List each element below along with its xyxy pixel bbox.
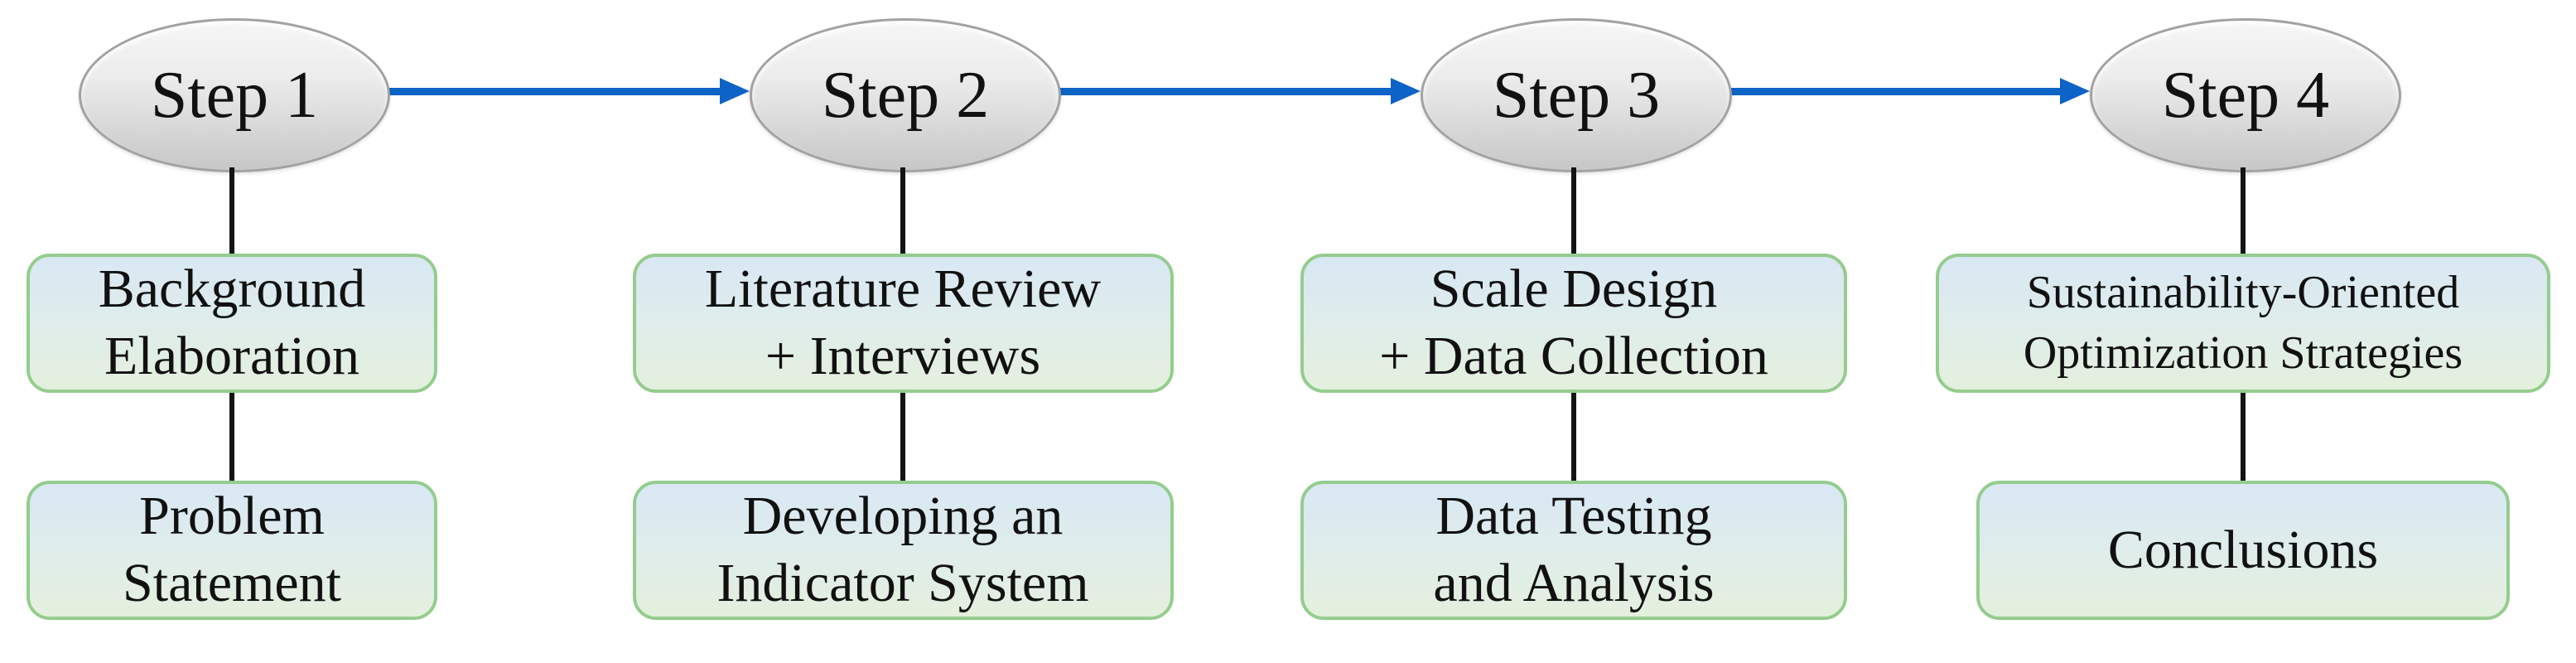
- box-text-line: Problem: [139, 486, 325, 547]
- connector-line: [900, 393, 905, 482]
- step-4-box-bottom: Conclusions: [1976, 481, 2510, 620]
- box-text-line: Sustainability-Oriented: [2026, 267, 2460, 319]
- box-text-line: Literature Review: [704, 259, 1102, 320]
- box-text-line: + Data Collection: [1379, 326, 1768, 386]
- flow-arrow-step2-step3: [1060, 78, 1421, 104]
- box-text-line: Optimization Strategies: [2023, 327, 2463, 379]
- step-4-node: Step 4: [2090, 18, 2401, 172]
- step-1-label: Step 1: [150, 58, 319, 132]
- step-2-node: Step 2: [750, 18, 1061, 172]
- arrow-shaft: [389, 87, 720, 95]
- step-4-box-top: Sustainability-Oriented Optimization Str…: [1936, 254, 2550, 393]
- step-3-label: Step 3: [1492, 58, 1661, 132]
- flow-arrow-step3-step4: [1731, 78, 2090, 104]
- connector-line: [900, 167, 905, 255]
- step-1-box-bottom: Problem Statement: [27, 481, 437, 620]
- step-2-label: Step 2: [821, 58, 990, 132]
- arrow-shaft: [1060, 87, 1391, 95]
- step-1-box-top: Background Elaboration: [27, 254, 437, 393]
- arrow-head-icon: [2060, 78, 2090, 104]
- box-text-line: Indicator System: [716, 553, 1089, 613]
- connector-line: [1571, 393, 1576, 482]
- connector-line: [1571, 167, 1576, 255]
- box-text-line: Scale Design: [1430, 259, 1718, 320]
- box-text-line: and Analysis: [1433, 553, 1715, 613]
- box-text-line: Developing an: [742, 486, 1064, 547]
- flow-arrow-step1-step2: [389, 78, 750, 104]
- step-2-box-top: Literature Review + Interviews: [632, 254, 1174, 393]
- box-text-line: Data Testing: [1435, 486, 1712, 547]
- box-text-line: Elaboration: [104, 326, 359, 386]
- arrow-head-icon: [720, 78, 750, 104]
- box-text-line: Conclusions: [2107, 519, 2379, 580]
- step-3-box-bottom: Data Testing and Analysis: [1300, 481, 1847, 620]
- step-3-box-top: Scale Design + Data Collection: [1300, 254, 1847, 393]
- step-3-node: Step 3: [1421, 18, 1732, 172]
- connector-line: [2241, 393, 2246, 482]
- box-text-line: + Interviews: [765, 326, 1041, 386]
- connector-line: [229, 167, 234, 255]
- connector-line: [2241, 167, 2246, 255]
- step-1-node: Step 1: [79, 18, 390, 172]
- step-2-box-bottom: Developing an Indicator System: [632, 481, 1174, 620]
- connector-line: [229, 393, 234, 482]
- box-text-line: Statement: [123, 553, 341, 613]
- box-text-line: Background: [98, 259, 366, 320]
- arrow-shaft: [1731, 87, 2060, 95]
- arrow-head-icon: [1391, 78, 1421, 104]
- step-4-label: Step 4: [2161, 58, 2330, 132]
